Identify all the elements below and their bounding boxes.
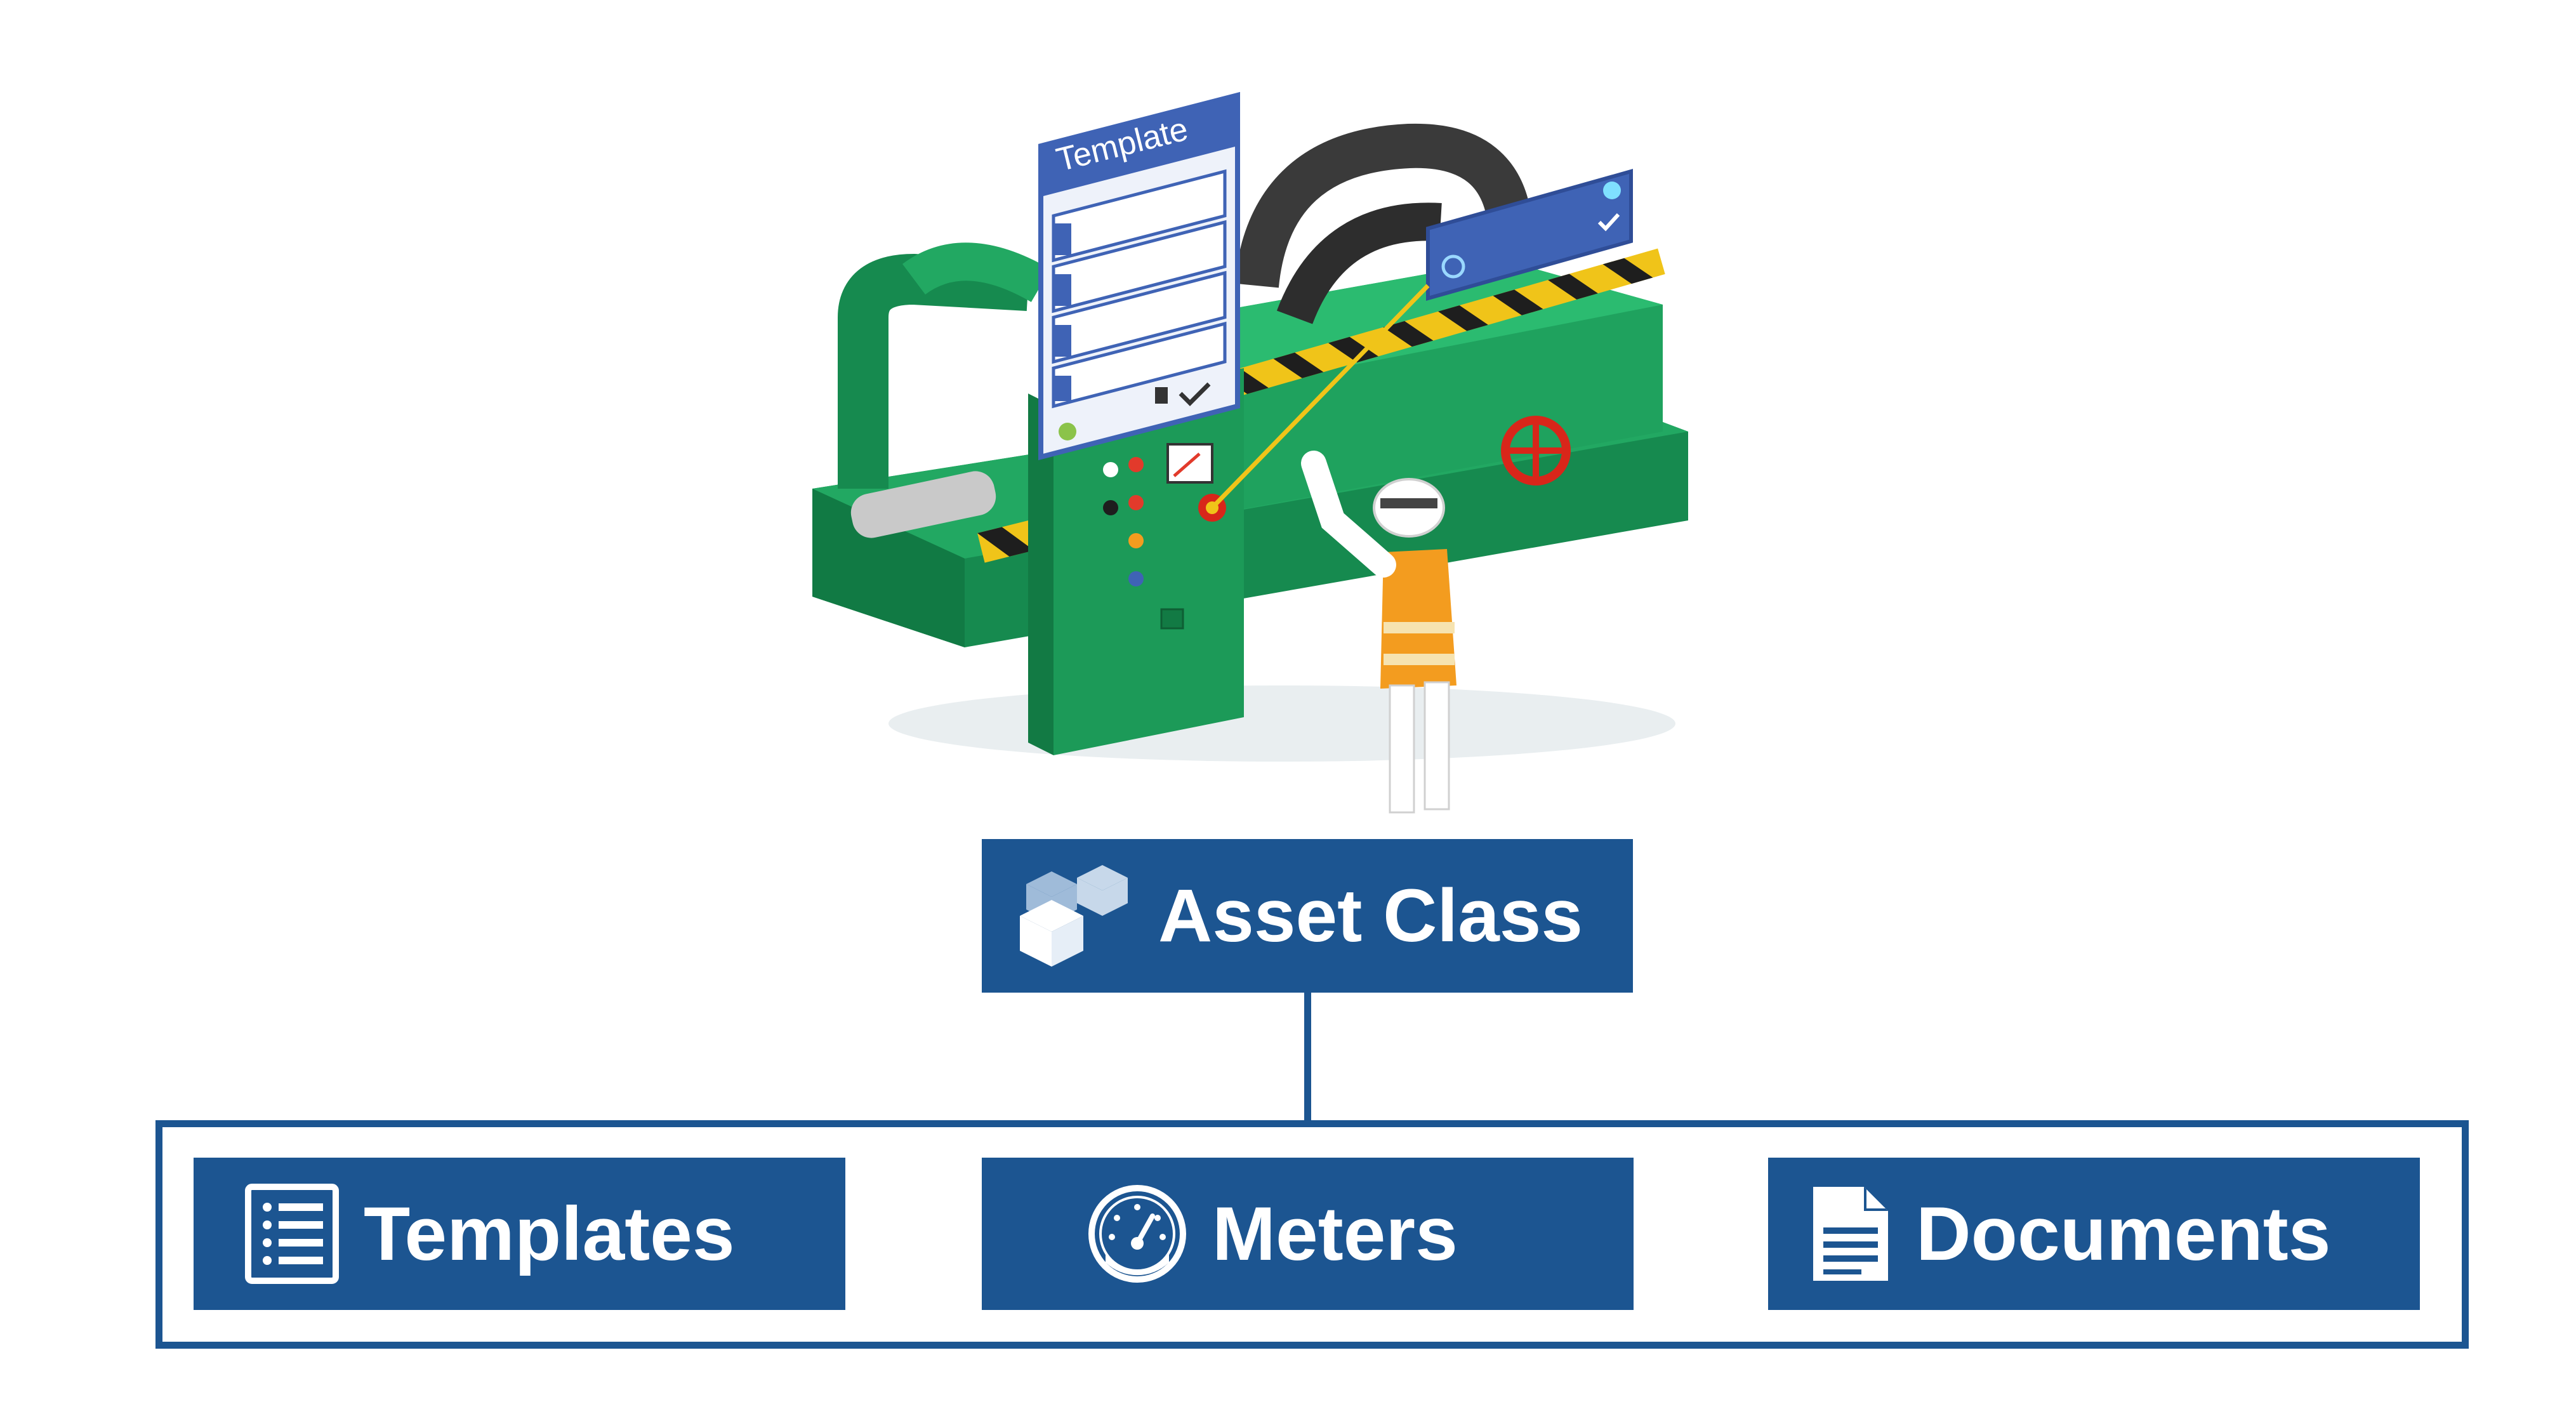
cabinet-buttons: [1103, 419, 1226, 630]
asset-class-label: Asset Class: [1158, 874, 1583, 958]
meters-box[interactable]: Meters: [982, 1158, 1634, 1310]
cubes-icon: [1020, 865, 1134, 967]
valve-wheel: [1501, 416, 1571, 486]
list-document-icon: [244, 1183, 340, 1285]
children-frame: [155, 1120, 2469, 1349]
asset-class-box[interactable]: Asset Class: [982, 839, 1633, 993]
documents-label: Documents: [1916, 1191, 2331, 1276]
pointer-line: [1210, 284, 1430, 510]
document-icon: [1809, 1183, 1892, 1285]
template-panel: [1038, 91, 1240, 461]
documents-box[interactable]: Documents: [1768, 1158, 2420, 1310]
templates-box[interactable]: Templates: [194, 1158, 845, 1310]
gauge-icon: [1087, 1183, 1188, 1285]
templates-label: Templates: [364, 1191, 735, 1276]
hierarchy-connector: [1304, 993, 1311, 1123]
technician-figure: [1301, 451, 1456, 814]
meters-label: Meters: [1212, 1191, 1458, 1276]
machine-illustration: Template: [812, 91, 1688, 814]
checklist-panel: [1426, 169, 1633, 301]
